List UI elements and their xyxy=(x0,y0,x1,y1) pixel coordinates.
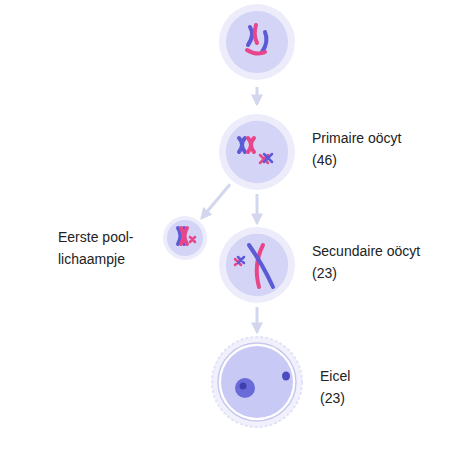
cell-label: Primaire oöcyt(46) xyxy=(312,127,401,171)
cell-name: Eerste pool- lichaampje xyxy=(58,226,153,270)
chromosome-count: (46) xyxy=(312,149,401,171)
cell-name: Primaire oöcyt xyxy=(312,127,401,149)
cell-name: Eicel xyxy=(320,365,350,387)
primary-oocyte: Primaire oöcyt(46) xyxy=(219,114,295,190)
division-arrow xyxy=(202,184,230,218)
cell-label: Secundaire oöcyt(23) xyxy=(312,240,420,284)
polar-body: Eerste pool- lichaampje xyxy=(163,216,207,260)
cell-illustration xyxy=(163,216,207,260)
cell-illustration xyxy=(219,114,295,190)
chromosome-count: (23) xyxy=(320,387,350,409)
cell-label: Eicel(23) xyxy=(320,365,350,409)
egg-cell: Eicel(23) xyxy=(211,336,303,428)
division-arrow xyxy=(256,307,259,332)
division-arrow xyxy=(256,194,259,223)
chromosome-count: (23) xyxy=(312,262,420,284)
cell-name: Secundaire oöcyt xyxy=(312,240,420,262)
cell-illustration xyxy=(219,227,295,303)
cell-label: Eerste pool- lichaampje xyxy=(58,226,153,270)
cell-illustration xyxy=(211,336,303,428)
secondary-oocyte: Secundaire oöcyt(23) xyxy=(219,227,295,303)
